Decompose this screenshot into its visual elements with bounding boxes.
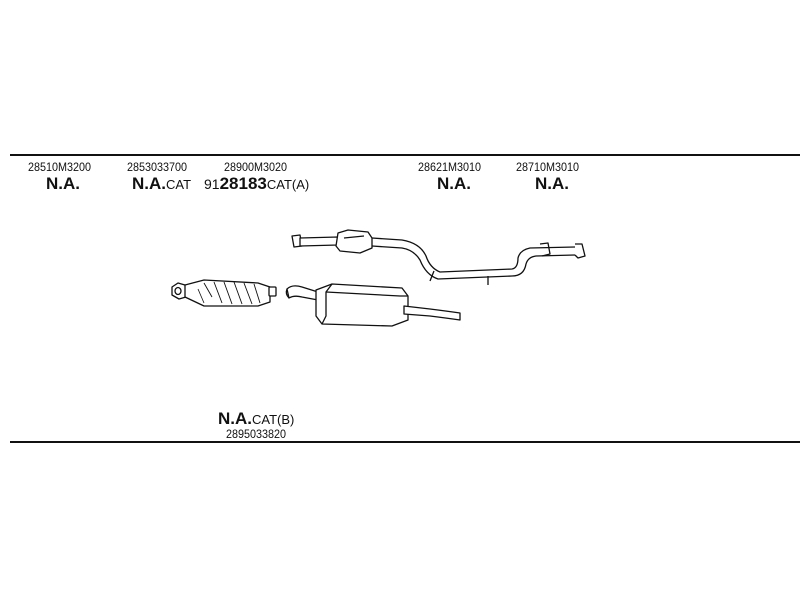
part-number-label: 28621M3010	[418, 160, 482, 174]
front-pipe-drawing	[291, 229, 586, 285]
top-divider	[10, 154, 800, 156]
part-status: N.A.CAT	[132, 175, 191, 193]
part-number-label: 28900M3020	[224, 160, 288, 174]
part-status: N.A.	[535, 175, 569, 193]
part-status: N.A.	[437, 175, 471, 193]
status-text: 28183	[219, 174, 267, 193]
part-status: 9128183CAT(A)	[204, 175, 309, 193]
status-text: N.A.	[218, 409, 252, 428]
part-status: N.A.	[46, 175, 80, 193]
part-number-label: 2853033700	[127, 160, 188, 174]
rear-muffler-drawing	[285, 283, 461, 327]
part-number-label: 28710M3010	[516, 160, 580, 174]
catalytic-converter-drawing	[171, 279, 277, 307]
part-number-label: 28510M3200	[28, 160, 92, 174]
status-text: N.A.	[132, 174, 166, 193]
status-suffix: CAT(A)	[266, 177, 310, 192]
part-status: N.A.CAT(B)	[218, 410, 294, 428]
status-suffix: CAT(B)	[252, 412, 295, 427]
status-text: N.A.	[437, 174, 471, 193]
status-text: N.A.	[535, 174, 569, 193]
status-text: N.A.	[46, 174, 80, 193]
status-suffix: CAT	[166, 177, 192, 192]
part-number-label: 2895033820	[226, 427, 287, 441]
bottom-divider	[10, 441, 800, 443]
status-prefix: 91	[204, 176, 220, 192]
